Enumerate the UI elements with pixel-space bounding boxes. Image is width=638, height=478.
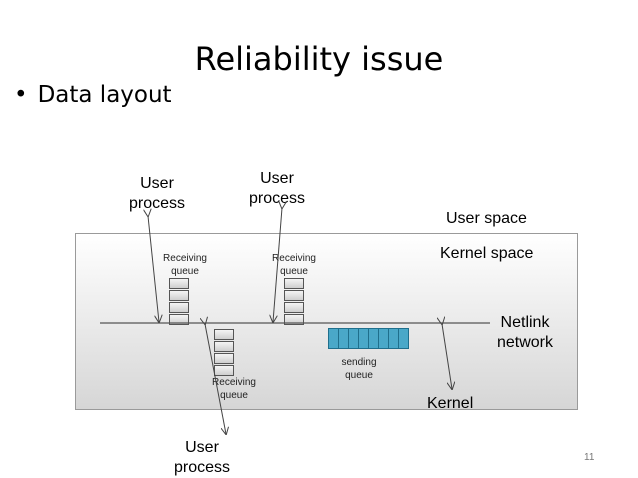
kernel-label: Kernel [427,395,474,412]
sending-queue-label: sending queue [341,357,377,381]
user-process-label-2: User process [248,170,306,207]
receiving-queue-1 [169,278,189,326]
netlink-network-label: Netlink network [496,314,554,351]
arrow-user-process-1 [148,216,159,322]
kernel-space-label: Kernel space [440,245,534,262]
user-space-label: User space [446,210,527,227]
slide-title: Reliability issue [194,40,444,78]
bullet-text: Data layout [37,82,172,108]
receiving-queue-label-1: Receiving queue [163,253,207,277]
receiving-queue-label-3: Receiving queue [212,377,256,401]
page-number: 11 [584,452,595,463]
user-process-label-1: User process [128,175,186,212]
bullet-dot-icon: • [14,82,28,108]
user-process-label-3: User process [173,439,231,476]
arrow-kernel [442,324,452,389]
bullet-item: • Data layout [14,82,172,108]
arrow-user-process-3 [205,324,226,434]
sending-queue [328,328,409,349]
arrow-user-process-2 [273,208,282,322]
receiving-queue-label-2: Receiving queue [272,253,316,277]
